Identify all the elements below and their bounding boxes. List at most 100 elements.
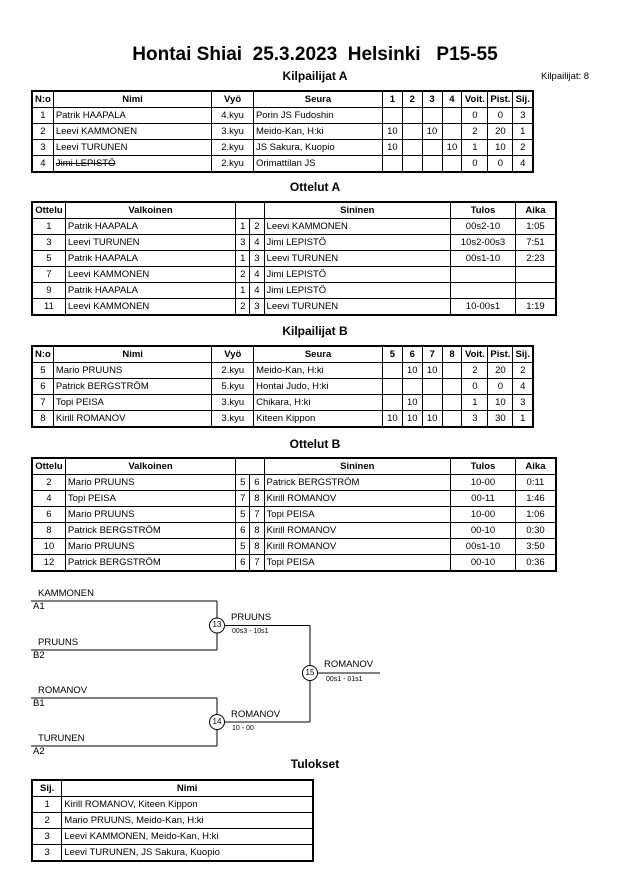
sf1-score: 00s3 - 10s1 [232,628,269,635]
sf2-winner: ROMANOV [231,709,281,720]
score-cell: 10 [441,139,463,156]
place-cell: 1 [512,410,534,428]
pool-a-table: N:o Nimi Vyö Seura 1 2 3 4 Voit. Pist. S… [31,90,534,173]
blue-number: 7 [249,554,265,572]
blue-number: 4 [249,282,265,299]
result-place: 1 [31,796,63,813]
match-result [450,282,516,299]
wins-cell: 0 [461,155,489,173]
match-14-circle [209,714,225,730]
sf1-top-seed: A1 [33,601,45,612]
final-match-number: 15 [305,667,315,677]
result-name: Leevi KAMMONEN, Meido-Kan, H:ki [61,828,314,845]
match-time: 3:50 [514,538,557,555]
blue-number: 7 [249,506,265,523]
place-cell: 2 [512,139,534,156]
sf2-bottom-name: TURUNEN [38,733,85,744]
competitor-name: Jimi LEPISTÖ [52,155,213,173]
table-header-row: Ottelu Valkoinen Sininen Tulos Aika [31,201,557,219]
sf2-bottom-seed: A2 [33,746,45,757]
white-number: 1 [235,282,251,299]
white-number: 5 [235,538,251,555]
competitor-number: 8 [31,410,54,428]
sf2-score: 10 - 00 [232,725,254,732]
blue-number: 6 [249,474,265,491]
score-cell [381,155,403,173]
competitor-club: Kiteen Kippon [253,410,383,428]
white-name: Patrick BERGSTRÖM [64,554,237,572]
competitor-number: 7 [31,394,54,411]
match-time: 1:19 [514,298,557,316]
competitor-name: Leevi TURUNEN [52,139,213,156]
col-header: Nimi [61,779,314,797]
competitor-club: Chikara, H:ki [253,394,383,411]
blue-number: 3 [249,298,265,316]
competitor-name: Kirill ROMANOV [52,410,213,428]
competitor-club: Orimattilan JS [252,155,383,173]
score-cell: 10 [421,410,443,428]
blue-number: 8 [249,538,265,555]
score-cell: 10 [381,139,403,156]
match-time [514,282,557,299]
matches-b-heading: Ottelut B [289,437,341,451]
result-place: 3 [31,844,63,862]
sf1-winner: PRUUNS [231,612,272,623]
pool-b-heading: Kilpailijat B [282,324,348,338]
points-cell: 30 [487,410,514,428]
result-name: Leevi TURUNEN, JS Sakura, Kuopio [61,844,314,862]
score-cell: 10 [381,410,403,428]
sf1-bottom-name: PRUUNS [38,637,79,648]
sf2-top-seed: B1 [33,698,45,709]
competitor-number: 3 [31,139,54,156]
result-place: 3 [31,828,63,845]
table-header-row: Sij. Nimi [31,779,314,797]
match-number: 11 [31,298,66,316]
match-13-circle [209,617,225,634]
match-number: 9 [31,282,66,299]
score-cell: 10 [421,362,443,379]
competitor-number: 4 [31,155,54,173]
sf1-bottom-seed: B2 [33,650,45,661]
result-name: Mario PRUUNS, Meido-Kan, H:ki [61,812,314,829]
place-cell: 3 [512,394,534,411]
result-name: Kirill ROMANOV, Kiteen Kippon [61,796,314,813]
final-winner: ROMANOV [324,659,374,670]
match-number: 12 [31,554,66,572]
col-header: Sij. [31,779,63,797]
competitor-name: Topi PEISA [52,394,213,411]
match-time: 0:36 [514,554,557,572]
result-place: 2 [31,812,63,829]
col-header: 1 [381,90,403,108]
table-header-row: Ottelu Valkoinen Sininen Tulos Aika [31,457,557,475]
match-15-circle [302,665,318,681]
competitor-club: JS Sakura, Kuopio [252,139,383,156]
sf2-match-number: 14 [212,716,222,726]
white-number: 2 [235,298,251,316]
match-result: 00s1-10 [450,538,516,555]
score-cell [421,394,443,411]
results-heading: Tulokset [290,757,340,771]
match-result: 10-00 [450,474,516,491]
